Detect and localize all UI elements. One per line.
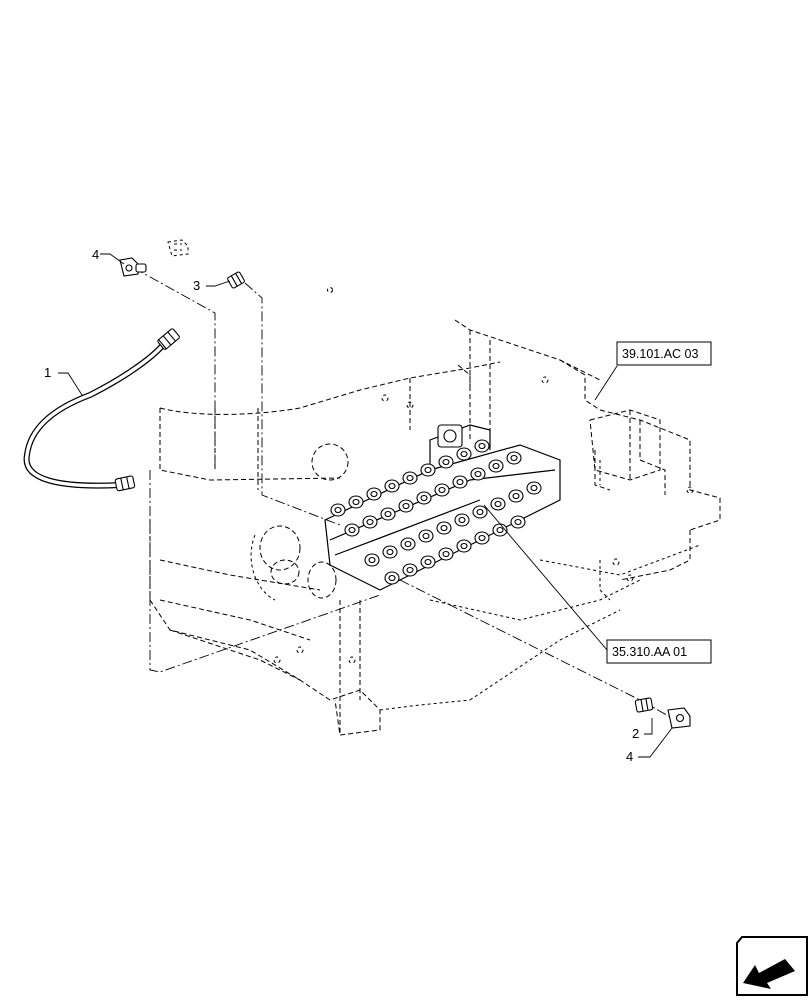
spool-fitting-bore [474,470,482,478]
spool-fitting-bore [476,508,484,516]
callout-leaders [58,253,673,758]
ghost-sensor [167,239,189,257]
spool-fitting-bore [456,478,464,486]
reference-label-top[interactable]: 39.101.AC 03 [622,347,698,361]
spool-fitting-bore [492,462,500,470]
spool-fitting-bore [366,518,374,526]
spool-fitting-bore [420,494,428,502]
spool-fitting-bore [442,550,450,558]
center-lines [133,267,673,719]
spool-fitting-bore [386,548,394,556]
spool-fitting-bore [514,518,522,526]
adapter-fitting-bottom [634,697,654,713]
spool-fitting-bore [458,516,466,524]
spool-fitting-bore [348,526,356,534]
spool-fitting-bore [438,486,446,494]
previous-page-arrow-icon[interactable] [736,936,808,996]
spool-fitting-bore [404,540,412,548]
spool-fitting-bore [496,526,504,534]
spool-fitting-bore [530,484,538,492]
machine-frame [149,287,721,736]
spool-fitting-bore [370,490,378,498]
reference-label-bottom[interactable]: 35.310.AA 01 [612,645,687,659]
spool-fitting-bore [388,574,396,582]
valve-spool-fittings [330,439,542,585]
callout-1: 1 [44,365,51,380]
hose-assembly [23,328,180,492]
reference-box-top[interactable]: 39.101.AC 03 [616,341,712,366]
callout-3: 3 [193,278,200,293]
control-valve-bank [324,424,561,591]
elbow-fitting-top [119,257,147,277]
spool-fitting-bore [424,558,432,566]
spool-fitting-bore [406,566,414,574]
spool-fitting-bore [478,442,486,450]
spool-fitting-bore [512,492,520,500]
spool-fitting-bore [460,450,468,458]
spool-fitting-bore [368,556,376,564]
spool-fitting-bore [334,506,342,514]
spool-fitting-bore [442,458,450,466]
callout-4-top: 4 [92,247,99,262]
spool-fitting-bore [478,534,486,542]
reference-box-bottom[interactable]: 35.310.AA 01 [606,639,712,664]
elbow-fitting-bottom [667,707,691,729]
spool-fitting-bore [352,498,360,506]
callout-4-bottom: 4 [626,749,633,764]
spool-fitting-bore [424,466,432,474]
spool-fitting-bore [494,500,502,508]
spool-fitting-bore [422,532,430,540]
spool-fitting-bore [384,510,392,518]
spool-fitting-bore [388,482,396,490]
spool-fitting-bore [440,524,448,532]
callout-2: 2 [632,726,639,741]
adapter-fitting [227,271,245,289]
spool-fitting-bore [460,542,468,550]
spool-fitting-bore [402,502,410,510]
spool-fitting-bore [510,454,518,462]
spool-fitting-bore [406,474,414,482]
